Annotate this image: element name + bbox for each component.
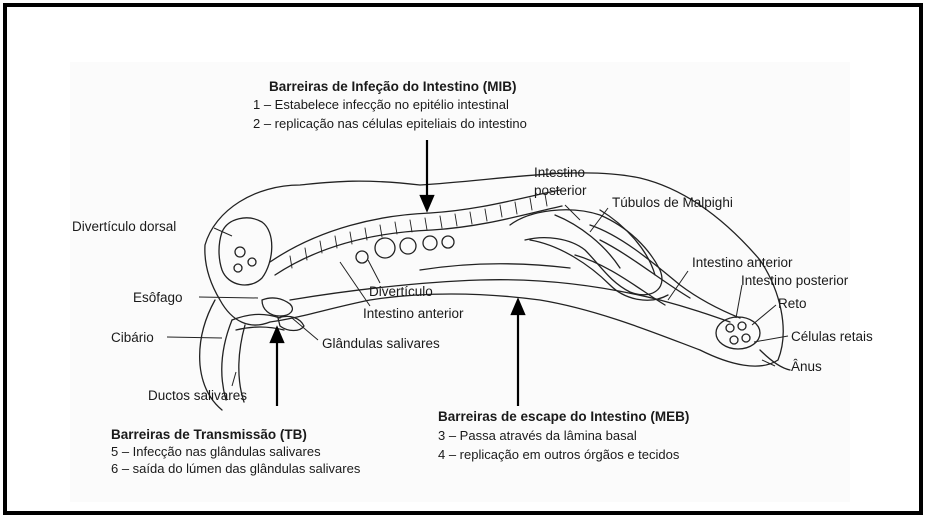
meb-item-2: 4 – replicação em outros órgãos e tecido…	[438, 447, 679, 463]
tb-item-2: 6 – saída do lúmen das glândulas salivar…	[111, 461, 360, 477]
label-diverticulo: Divertículo	[369, 284, 433, 300]
label-ductos-salivares: Ductos salivares	[148, 388, 247, 404]
label-glandulas-salivares: Glândulas salivares	[322, 336, 440, 352]
label-intestino-posterior-2: Intestino posterior	[741, 273, 848, 289]
label-celulas-retais: Células retais	[791, 329, 873, 345]
label-intestino-posterior-1: Intestino posterior	[534, 164, 587, 200]
label-esofago: Esôfago	[133, 290, 183, 306]
label-anus: Ânus	[791, 359, 822, 375]
rectum	[716, 317, 760, 349]
malpighian-tubules	[575, 225, 740, 318]
label-cibario: Cibário	[111, 330, 154, 346]
meb-title: Barreiras de escape do Intestino (MEB)	[438, 409, 689, 425]
tb-title: Barreiras de Transmissão (TB)	[111, 427, 307, 443]
mib-title: Barreiras de Infeção do Intestino (MIB)	[269, 79, 517, 95]
label-intestino-anterior-2: Intestino anterior	[692, 255, 793, 271]
salivary-glands	[262, 298, 304, 331]
label-tubulos-malpighi: Túbulos de Malpighi	[612, 195, 733, 211]
anterior-midgut	[270, 190, 560, 262]
tb-item-1: 5 – Infecção nas glândulas salivares	[111, 444, 321, 460]
label-diverticulo-dorsal: Divertículo dorsal	[72, 219, 176, 235]
label-intestino-anterior-1: Intestino anterior	[363, 306, 464, 322]
hindgut	[660, 300, 730, 322]
label-reto: Reto	[778, 296, 807, 312]
mib-item-1: 1 – Estabelece infecção no epitélio inte…	[253, 97, 509, 113]
meb-item-1: 3 – Passa através da lâmina basal	[438, 428, 637, 444]
mib-item-2: 2 – replicação nas células epiteliais do…	[253, 116, 527, 132]
